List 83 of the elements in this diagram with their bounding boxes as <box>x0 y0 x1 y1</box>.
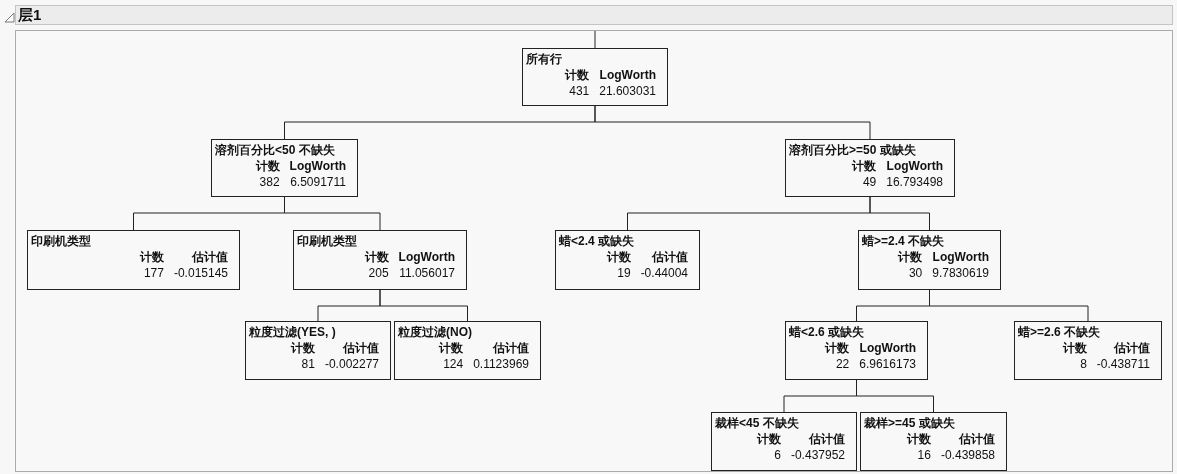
statistic-header: LogWorth <box>859 340 916 356</box>
count-header: 计数 <box>898 249 923 265</box>
statistic-header: LogWorth <box>932 249 989 265</box>
count-value: 16 <box>916 447 931 463</box>
statistic-value: -0.439858 <box>940 447 995 463</box>
statistic-value: -0.015145 <box>173 265 228 281</box>
count-value: 8 <box>1079 356 1087 372</box>
statistic-value: 21.603031 <box>599 83 656 99</box>
tree-branch-line <box>594 30 596 49</box>
tree-node-box <box>785 321 928 380</box>
statistic-header: LogWorth <box>289 158 346 174</box>
statistic-header: 估计值 <box>1112 340 1150 356</box>
tree-branch-line <box>379 289 468 322</box>
statistic-header: 估计值 <box>190 249 228 265</box>
statistic-header: 估计值 <box>341 340 379 356</box>
statistic-header: LogWorth <box>886 158 943 174</box>
count-header: 计数 <box>255 158 280 174</box>
statistic-value: 0.1123969 <box>473 356 529 372</box>
count-value: 6 <box>773 447 781 463</box>
statistic-value: -0.437952 <box>790 447 845 463</box>
tree-node-box <box>1014 321 1162 380</box>
statistic-value: 11.056017 <box>398 265 455 281</box>
split-condition: 所有行 <box>526 51 563 67</box>
tree-branch-line <box>594 105 871 140</box>
statistic-value: -0.438711 <box>1096 356 1150 372</box>
tree-node-box <box>785 139 955 197</box>
count-value: 22 <box>834 356 850 372</box>
count-header: 计数 <box>606 249 631 265</box>
tree-node-box <box>211 139 358 197</box>
count-header: 计数 <box>139 249 164 265</box>
tree-node-box <box>245 321 391 380</box>
statistic-value: 6.9616173 <box>859 356 916 372</box>
split-condition: 蜡>=2.4 不缺失 <box>862 233 946 249</box>
statistic-value: -0.44004 <box>640 265 688 281</box>
statistic-value: 6.5091711 <box>289 174 346 190</box>
count-value: 30 <box>907 265 923 281</box>
count-header: 计数 <box>1062 340 1087 356</box>
tree-node-box <box>711 412 857 471</box>
split-condition: 裁样<45 不缺失 <box>715 415 800 431</box>
count-header: 计数 <box>364 249 389 265</box>
split-condition: 粒度过滤(YES, ) <box>249 324 337 340</box>
count-header: 计数 <box>825 340 850 356</box>
count-value: 81 <box>300 356 315 372</box>
statistic-header: LogWorth <box>398 249 455 265</box>
tree-node-box <box>394 321 541 380</box>
count-value: 205 <box>367 265 389 281</box>
tree-node-box <box>293 230 467 290</box>
split-condition: 蜡<2.6 或缺失 <box>789 324 866 340</box>
count-header: 计数 <box>906 431 931 447</box>
split-condition: 印刷机类型 <box>31 233 92 249</box>
split-condition: 印刷机类型 <box>297 233 358 249</box>
count-value: 382 <box>258 174 280 190</box>
tree-node-box <box>555 230 700 290</box>
count-value: 124 <box>442 356 464 372</box>
tree-node-box <box>27 230 240 290</box>
count-header: 计数 <box>756 431 781 447</box>
count-value: 177 <box>142 265 164 281</box>
statistic-value: 9.7830619 <box>932 265 989 281</box>
count-header: 计数 <box>852 158 877 174</box>
statistic-header: 估计值 <box>957 431 995 447</box>
split-condition: 溶剂百分比>=50 或缺失 <box>789 142 917 158</box>
tree-node-box <box>858 230 1001 290</box>
count-header: 计数 <box>290 340 315 356</box>
count-value: 431 <box>568 83 590 99</box>
count-value: 49 <box>861 174 877 190</box>
statistic-header: 估计值 <box>807 431 845 447</box>
split-condition: 裁样>=45 或缺失 <box>864 415 956 431</box>
count-value: 19 <box>616 265 631 281</box>
tree-branch-line <box>869 196 930 231</box>
tree-node-box <box>522 48 668 106</box>
statistic-value: -0.002277 <box>324 356 379 372</box>
split-condition: 蜡>=2.6 不缺失 <box>1018 324 1102 340</box>
split-condition: 粒度过滤(NO) <box>398 324 473 340</box>
statistic-header: LogWorth <box>599 67 656 83</box>
statistic-header: 估计值 <box>650 249 688 265</box>
split-condition: 蜡<2.4 或缺失 <box>559 233 636 249</box>
count-header: 计数 <box>565 67 590 83</box>
statistic-value: 16.793498 <box>886 174 943 190</box>
outline-title: 层1 <box>18 6 42 25</box>
tree-node-box <box>860 412 1007 471</box>
count-header: 计数 <box>439 340 464 356</box>
statistic-header: 估计值 <box>491 340 529 356</box>
split-condition: 溶剂百分比<50 不缺失 <box>215 142 336 158</box>
